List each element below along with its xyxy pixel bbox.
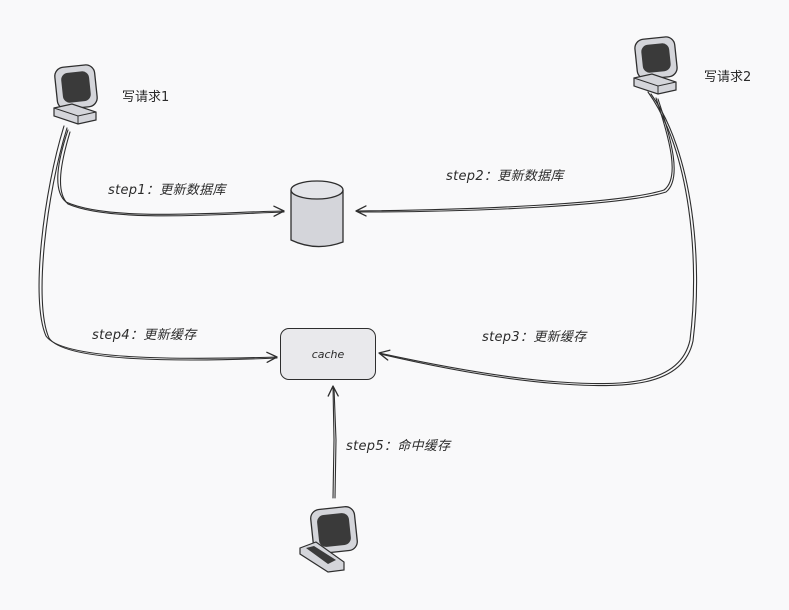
client2-label: 写请求2 (704, 70, 752, 85)
edge-label-step3: step3：更新缓存 (482, 330, 587, 345)
computer-icon-client1 (53, 64, 98, 125)
edge-label-step1: step1：更新数据库 (108, 183, 226, 198)
edge-step3 (378, 91, 698, 387)
client1-label: 写请求1 (122, 90, 170, 105)
database-icon (290, 180, 344, 248)
edge-label-step4: step4：更新缓存 (92, 328, 197, 343)
edge-step2 (355, 97, 675, 217)
cache-label: cache (311, 347, 345, 361)
computer-icon-client3 (299, 506, 358, 573)
cache-node: cache (280, 328, 376, 380)
edge-step1 (57, 129, 285, 217)
computer-icon-client2 (633, 36, 678, 95)
edge-step4 (38, 125, 278, 363)
edge-label-step5: step5：命中缓存 (346, 439, 451, 454)
edge-step5 (327, 385, 339, 499)
edge-label-step2: step2：更新数据库 (446, 169, 564, 184)
